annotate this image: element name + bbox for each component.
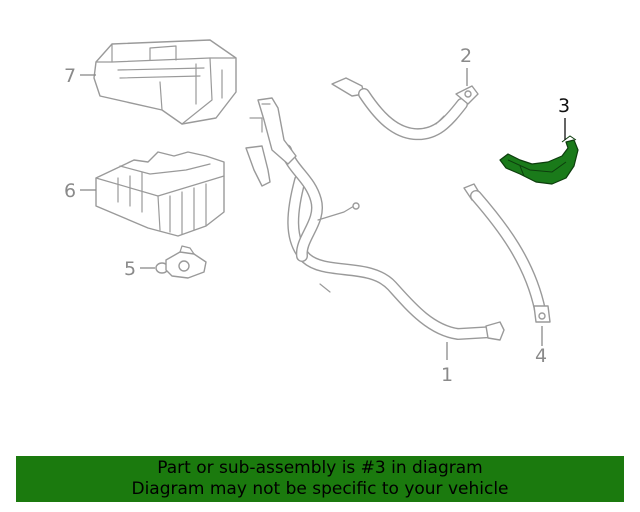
callout-5[interactable]: 5 bbox=[124, 258, 136, 280]
part-2-ground-cable[interactable] bbox=[331, 77, 479, 141]
callout-6[interactable]: 6 bbox=[64, 180, 76, 202]
parts-diagram: 7 6 5 2 3 4 1 bbox=[64, 39, 579, 386]
part-4-strap-cable[interactable] bbox=[463, 183, 551, 323]
callout-2[interactable]: 2 bbox=[460, 45, 472, 67]
callout-7[interactable]: 7 bbox=[64, 65, 76, 87]
banner-line-1: Part or sub-assembly is #3 in diagram bbox=[157, 458, 483, 478]
callout-1[interactable]: 1 bbox=[441, 364, 453, 386]
part-5-connector[interactable] bbox=[155, 245, 207, 279]
part-info-banner: Part or sub-assembly is #3 in diagram Di… bbox=[16, 456, 624, 502]
part-3-bracket-highlighted[interactable] bbox=[499, 135, 579, 185]
callout-4[interactable]: 4 bbox=[535, 345, 547, 367]
banner-line-2: Diagram may not be specific to your vehi… bbox=[131, 479, 509, 499]
part-7-fuse-box-cover[interactable] bbox=[93, 39, 237, 125]
callout-3[interactable]: 3 bbox=[558, 95, 570, 117]
part-1-battery-cable[interactable] bbox=[245, 97, 505, 341]
part-6-fuse-box-base[interactable] bbox=[95, 151, 225, 237]
